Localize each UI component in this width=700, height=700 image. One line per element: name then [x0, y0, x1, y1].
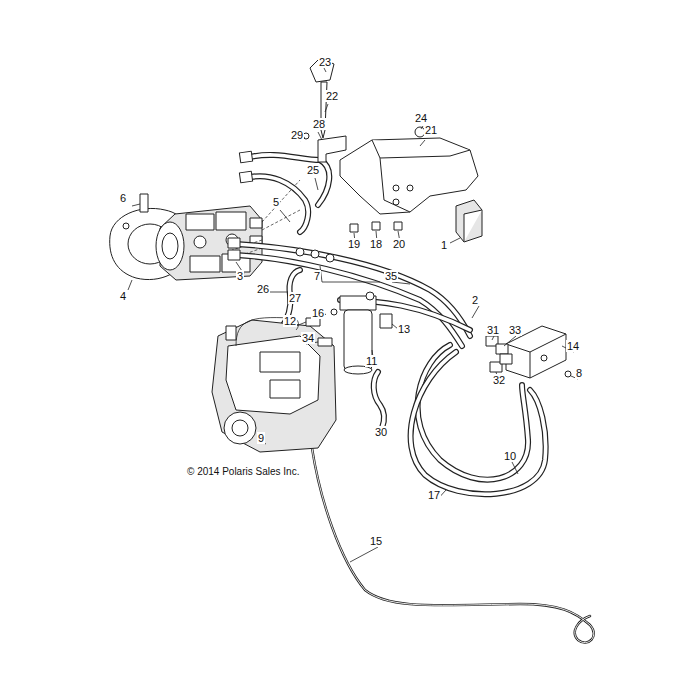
callout-number: 22 [325, 90, 339, 102]
callout-number: 6 [119, 192, 127, 204]
callout-number: 2 [471, 294, 479, 306]
callout-number: 8 [575, 367, 583, 379]
callout-number: 10 [503, 450, 517, 462]
callout-number: 34 [301, 332, 315, 344]
callout-number: 11 [365, 355, 378, 367]
callout-number: 24 [414, 112, 428, 124]
callout-number: 35 [384, 270, 398, 282]
callout-number: 12 [283, 315, 297, 327]
callout-number: 25 [306, 164, 320, 176]
callout-number: 28 [312, 118, 326, 130]
callout-number: 18 [369, 238, 383, 250]
callout-number: 32 [492, 374, 506, 386]
callout-number: 31 [486, 324, 500, 336]
callout-number: 23 [318, 56, 332, 68]
callout-number: 14 [566, 340, 580, 352]
callout-number: 30 [374, 426, 388, 438]
callout-number: 5 [272, 196, 280, 208]
callout-number: 9 [257, 432, 265, 444]
callout-number: 19 [347, 238, 361, 250]
callout-number: 33 [508, 324, 522, 336]
callout-number: 15 [369, 535, 383, 547]
callout-number: 17 [427, 489, 441, 501]
copyright-note: © 2014 Polaris Sales Inc. [186, 466, 300, 478]
callout-number: 3 [236, 270, 244, 282]
callout-number: 1 [440, 239, 448, 251]
callout-number: 26 [256, 283, 270, 295]
callout-number: 4 [119, 290, 127, 302]
callout-number: 29 [290, 129, 304, 141]
callout-number: 21 [424, 124, 438, 136]
callout-number: 20 [392, 238, 406, 250]
callout-number: 7 [313, 270, 321, 282]
callout-number: 13 [397, 323, 411, 335]
callout-number: 16 [311, 307, 325, 319]
callout-number: 27 [288, 292, 302, 304]
